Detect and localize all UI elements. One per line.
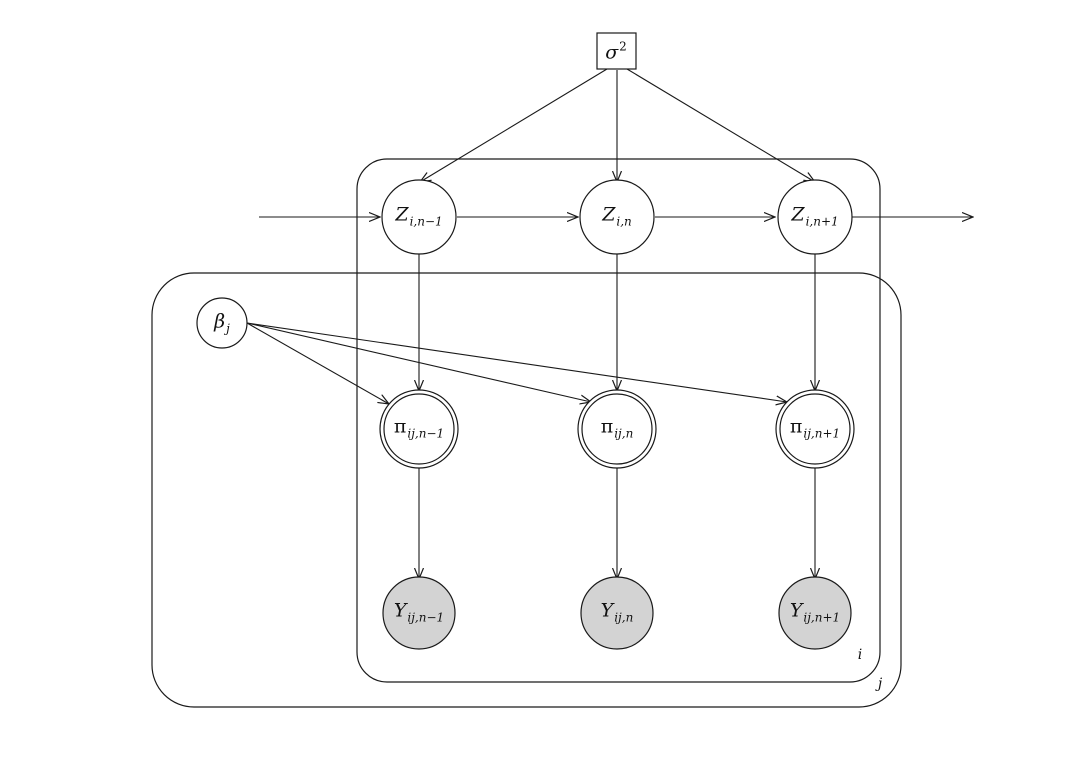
label-z3: Zi,n+1: [791, 203, 839, 229]
node-y3: [778, 576, 852, 650]
plate-i-label: i: [857, 647, 863, 663]
node-pi2: [577, 389, 657, 469]
edge-beta-pi3: [246, 322, 787, 402]
edge-sigma-z3: [626, 68, 815, 182]
label-z1: Zi,n−1: [395, 203, 443, 229]
label-y3: Yij,n+1: [789, 599, 841, 625]
label-pi1: πij,n−1: [393, 415, 445, 441]
plate-i: [356, 158, 881, 683]
node-pi1: [379, 389, 459, 469]
label-y2: Yij,n: [600, 599, 634, 625]
plate-j: [151, 272, 902, 708]
node-y2: [580, 576, 654, 650]
label-pi2: πij,n: [600, 415, 634, 441]
label-sigma: σ2: [605, 39, 627, 64]
label-beta: βj: [214, 310, 230, 336]
node-pi3: [775, 389, 855, 469]
label-z2: Zi,n: [602, 203, 632, 229]
node-z1: [381, 179, 457, 255]
edge-sigma-z1: [420, 68, 608, 182]
node-z3: [777, 179, 853, 255]
node-beta: [196, 297, 248, 349]
node-y1: [382, 576, 456, 650]
label-pi3: πij,n+1: [789, 415, 841, 441]
node-z2: [579, 179, 655, 255]
plate-j-label: j: [877, 676, 883, 692]
edge-beta-pi1: [246, 322, 389, 404]
label-y1: Yij,n−1: [393, 599, 445, 625]
edge-beta-pi2: [246, 322, 591, 402]
node-sigma: [596, 32, 637, 70]
